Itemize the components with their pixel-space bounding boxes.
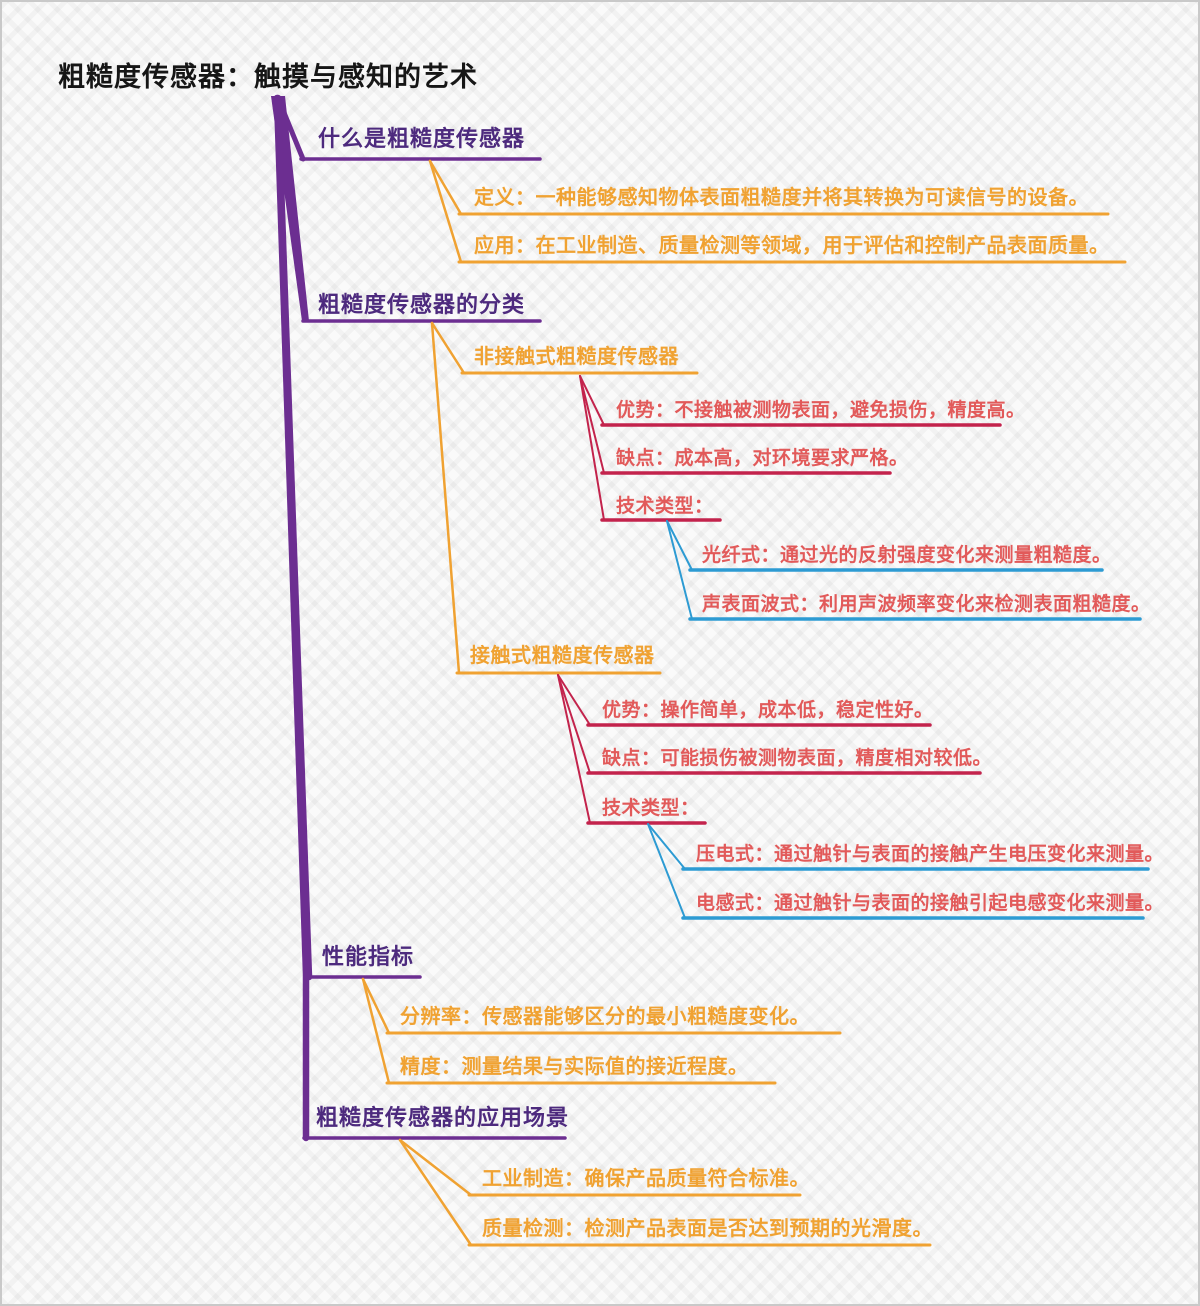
node-classification[interactable]: 粗糙度传感器的分类 bbox=[318, 292, 526, 317]
node-inductive-type[interactable]: 电感式：通过触针与表面的接触引起电感变化来测量。 bbox=[696, 893, 1165, 914]
node-contact-drawback[interactable]: 缺点：可能损伤被测物表面，精度相对较低。 bbox=[602, 748, 993, 769]
node-application-scenarios[interactable]: 粗糙度传感器的应用场景 bbox=[316, 1105, 570, 1130]
purple-branch-lines bbox=[271, 94, 567, 1142]
root-topic-label[interactable]: 粗糙度传感器：触摸与感知的艺术 bbox=[58, 62, 478, 92]
blue-branch-lines bbox=[647, 520, 1150, 920]
connector bbox=[579, 375, 605, 474]
connector bbox=[361, 977, 391, 1085]
node-non-contact-sensor[interactable]: 非接触式粗糙度传感器 bbox=[474, 346, 679, 368]
connector bbox=[428, 159, 463, 264]
node-resolution[interactable]: 分辨率：传感器能够区分的最小粗糙度变化。 bbox=[400, 1006, 810, 1028]
connector bbox=[557, 674, 591, 824]
connector bbox=[430, 321, 461, 675]
connector bbox=[579, 375, 605, 521]
node-non-contact-advantage[interactable]: 优势：不接触被测物表面，避免损伤，精度高。 bbox=[616, 400, 1026, 421]
node-what-is-roughness-sensor[interactable]: 什么是粗糙度传感器 bbox=[318, 126, 526, 151]
node-accuracy[interactable]: 精度：测量结果与实际值的接近程度。 bbox=[400, 1056, 749, 1078]
connector bbox=[361, 977, 391, 1035]
orange-branch-lines bbox=[361, 159, 1127, 1247]
connector bbox=[579, 375, 605, 426]
node-performance-metrics[interactable]: 性能指标 bbox=[322, 944, 415, 969]
red-branch-lines bbox=[557, 375, 1002, 825]
connector bbox=[666, 520, 693, 571]
connector bbox=[430, 321, 466, 375]
node-contact-tech-types[interactable]: 技术类型： bbox=[602, 798, 700, 819]
node-contact-sensor[interactable]: 接触式粗糙度传感器 bbox=[470, 645, 655, 667]
node-non-contact-tech-types[interactable]: 技术类型： bbox=[616, 496, 714, 517]
node-application[interactable]: 应用：在工业制造、质量检测等领域，用于评估和控制产品表面质量。 bbox=[474, 235, 1110, 257]
connector bbox=[275, 95, 306, 162]
connector bbox=[557, 674, 591, 726]
connector bbox=[273, 94, 310, 1142]
connector bbox=[647, 823, 686, 870]
connector bbox=[666, 520, 693, 620]
node-non-contact-drawback[interactable]: 缺点：成本高，对环境要求严格。 bbox=[616, 448, 909, 469]
node-piezoelectric-type[interactable]: 压电式：通过触针与表面的接触产生电压变化来测量。 bbox=[696, 844, 1165, 865]
connector bbox=[647, 823, 686, 919]
node-saw-type[interactable]: 声表面波式：利用声波频率变化来检测表面粗糙度。 bbox=[702, 594, 1151, 615]
node-industrial-manufacturing[interactable]: 工业制造：确保产品质量符合标准。 bbox=[482, 1168, 810, 1190]
connector bbox=[398, 1138, 473, 1197]
node-quality-inspection[interactable]: 质量检测：检测产品表面是否达到预期的光滑度。 bbox=[482, 1218, 933, 1240]
node-fiber-optic-type[interactable]: 光纤式：通过光的反射强度变化来测量粗糙度。 bbox=[702, 545, 1112, 566]
node-definition[interactable]: 定义：一种能够感知物体表面粗糙度并将其转换为可读信号的设备。 bbox=[474, 187, 1089, 209]
connector bbox=[398, 1138, 473, 1247]
connector bbox=[428, 159, 463, 216]
node-contact-advantage[interactable]: 优势：操作简单，成本低，稳定性好。 bbox=[602, 700, 934, 721]
connector bbox=[557, 674, 591, 774]
